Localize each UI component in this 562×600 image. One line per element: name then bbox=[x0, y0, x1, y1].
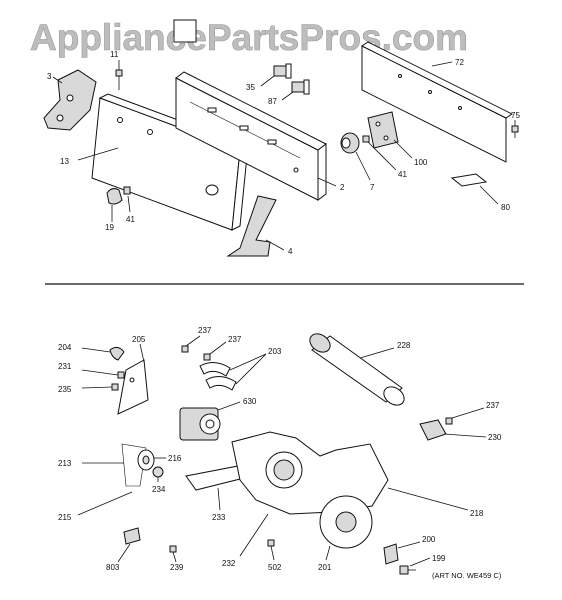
label-234: 234 bbox=[152, 485, 166, 494]
label-41-lower: 41 bbox=[126, 215, 135, 224]
label-232: 232 bbox=[222, 559, 236, 568]
label-204: 204 bbox=[58, 343, 72, 352]
label-13: 13 bbox=[60, 157, 69, 166]
part-199-screw bbox=[399, 565, 416, 575]
label-199: 199 bbox=[432, 554, 446, 563]
label-230: 230 bbox=[488, 433, 502, 442]
label-502: 502 bbox=[268, 563, 282, 572]
part-230-thermostat bbox=[419, 419, 447, 441]
label-35: 35 bbox=[246, 83, 255, 92]
label-75: 75 bbox=[511, 111, 520, 120]
label-plate-part bbox=[173, 19, 197, 43]
label-233: 233 bbox=[212, 513, 226, 522]
part-630-motor bbox=[179, 407, 221, 441]
label-203: 203 bbox=[268, 347, 282, 356]
label-72: 72 bbox=[455, 58, 464, 67]
label-200: 200 bbox=[422, 535, 436, 544]
part-205-bracket bbox=[117, 359, 149, 415]
label-11: 11 bbox=[110, 50, 119, 59]
part-233-bracket bbox=[185, 465, 245, 491]
part-72-rear-panel bbox=[361, 41, 513, 163]
part-35-switch bbox=[273, 63, 292, 79]
part-87-switch bbox=[291, 79, 310, 95]
label-228: 228 bbox=[397, 341, 411, 350]
label-237-c: 237 bbox=[486, 401, 500, 410]
part-213-belt bbox=[121, 443, 147, 487]
label-213: 213 bbox=[58, 459, 72, 468]
label-237-a: 237 bbox=[198, 326, 212, 335]
label-80: 80 bbox=[501, 203, 510, 212]
label-231: 231 bbox=[58, 362, 72, 371]
part-234-pulley bbox=[152, 466, 164, 478]
part-80-hinge bbox=[450, 173, 488, 187]
part-3-end-bracket bbox=[43, 69, 97, 131]
part-803-clip bbox=[123, 527, 141, 545]
part-237-screw-a bbox=[181, 345, 189, 353]
part-2-backsplash bbox=[175, 71, 327, 201]
label-235: 235 bbox=[58, 385, 72, 394]
label-2: 2 bbox=[340, 183, 345, 192]
part-4-end-bracket bbox=[226, 195, 277, 257]
part-237-screw-c bbox=[445, 417, 453, 425]
part-75-screw bbox=[511, 125, 519, 138]
part-41-clip bbox=[123, 186, 131, 195]
label-215: 215 bbox=[58, 513, 72, 522]
part-7-knob bbox=[340, 132, 360, 154]
part-218-blower-housing bbox=[231, 431, 389, 515]
part-502-screw bbox=[267, 539, 275, 547]
part-239-screw bbox=[169, 545, 177, 553]
part-231 bbox=[117, 371, 125, 379]
part-203-clamps bbox=[199, 362, 237, 391]
part-200-clip bbox=[383, 543, 399, 565]
part-204-clip bbox=[109, 346, 125, 361]
part-19-knob bbox=[106, 188, 123, 205]
label-630: 630 bbox=[243, 397, 257, 406]
label-87: 87 bbox=[268, 97, 277, 106]
label-201: 201 bbox=[318, 563, 332, 572]
label-803: 803 bbox=[106, 563, 120, 572]
watermark-text: AppliancePartsPros.com bbox=[30, 17, 468, 58]
part-11-screw bbox=[115, 69, 123, 90]
label-216: 216 bbox=[168, 454, 182, 463]
label-4: 4 bbox=[288, 247, 293, 256]
part-41-clip-upper bbox=[362, 135, 370, 143]
part-237-screw-b bbox=[203, 353, 211, 361]
part-235-screw bbox=[111, 383, 119, 391]
label-205: 205 bbox=[132, 335, 146, 344]
label-41-upper: 41 bbox=[398, 170, 407, 179]
part-216-pulley bbox=[137, 449, 155, 471]
label-19: 19 bbox=[105, 223, 114, 232]
label-3: 3 bbox=[47, 72, 52, 81]
label-100: 100 bbox=[414, 158, 428, 167]
label-7: 7 bbox=[370, 183, 375, 192]
part-201-blower-wheel bbox=[319, 495, 373, 549]
label-239: 239 bbox=[170, 563, 184, 572]
part-228-duct bbox=[309, 333, 405, 406]
art-number: (ART NO. WE459 C) bbox=[432, 571, 502, 580]
part-100-timer bbox=[367, 111, 399, 149]
label-237-b: 237 bbox=[228, 335, 242, 344]
label-218: 218 bbox=[470, 509, 484, 518]
